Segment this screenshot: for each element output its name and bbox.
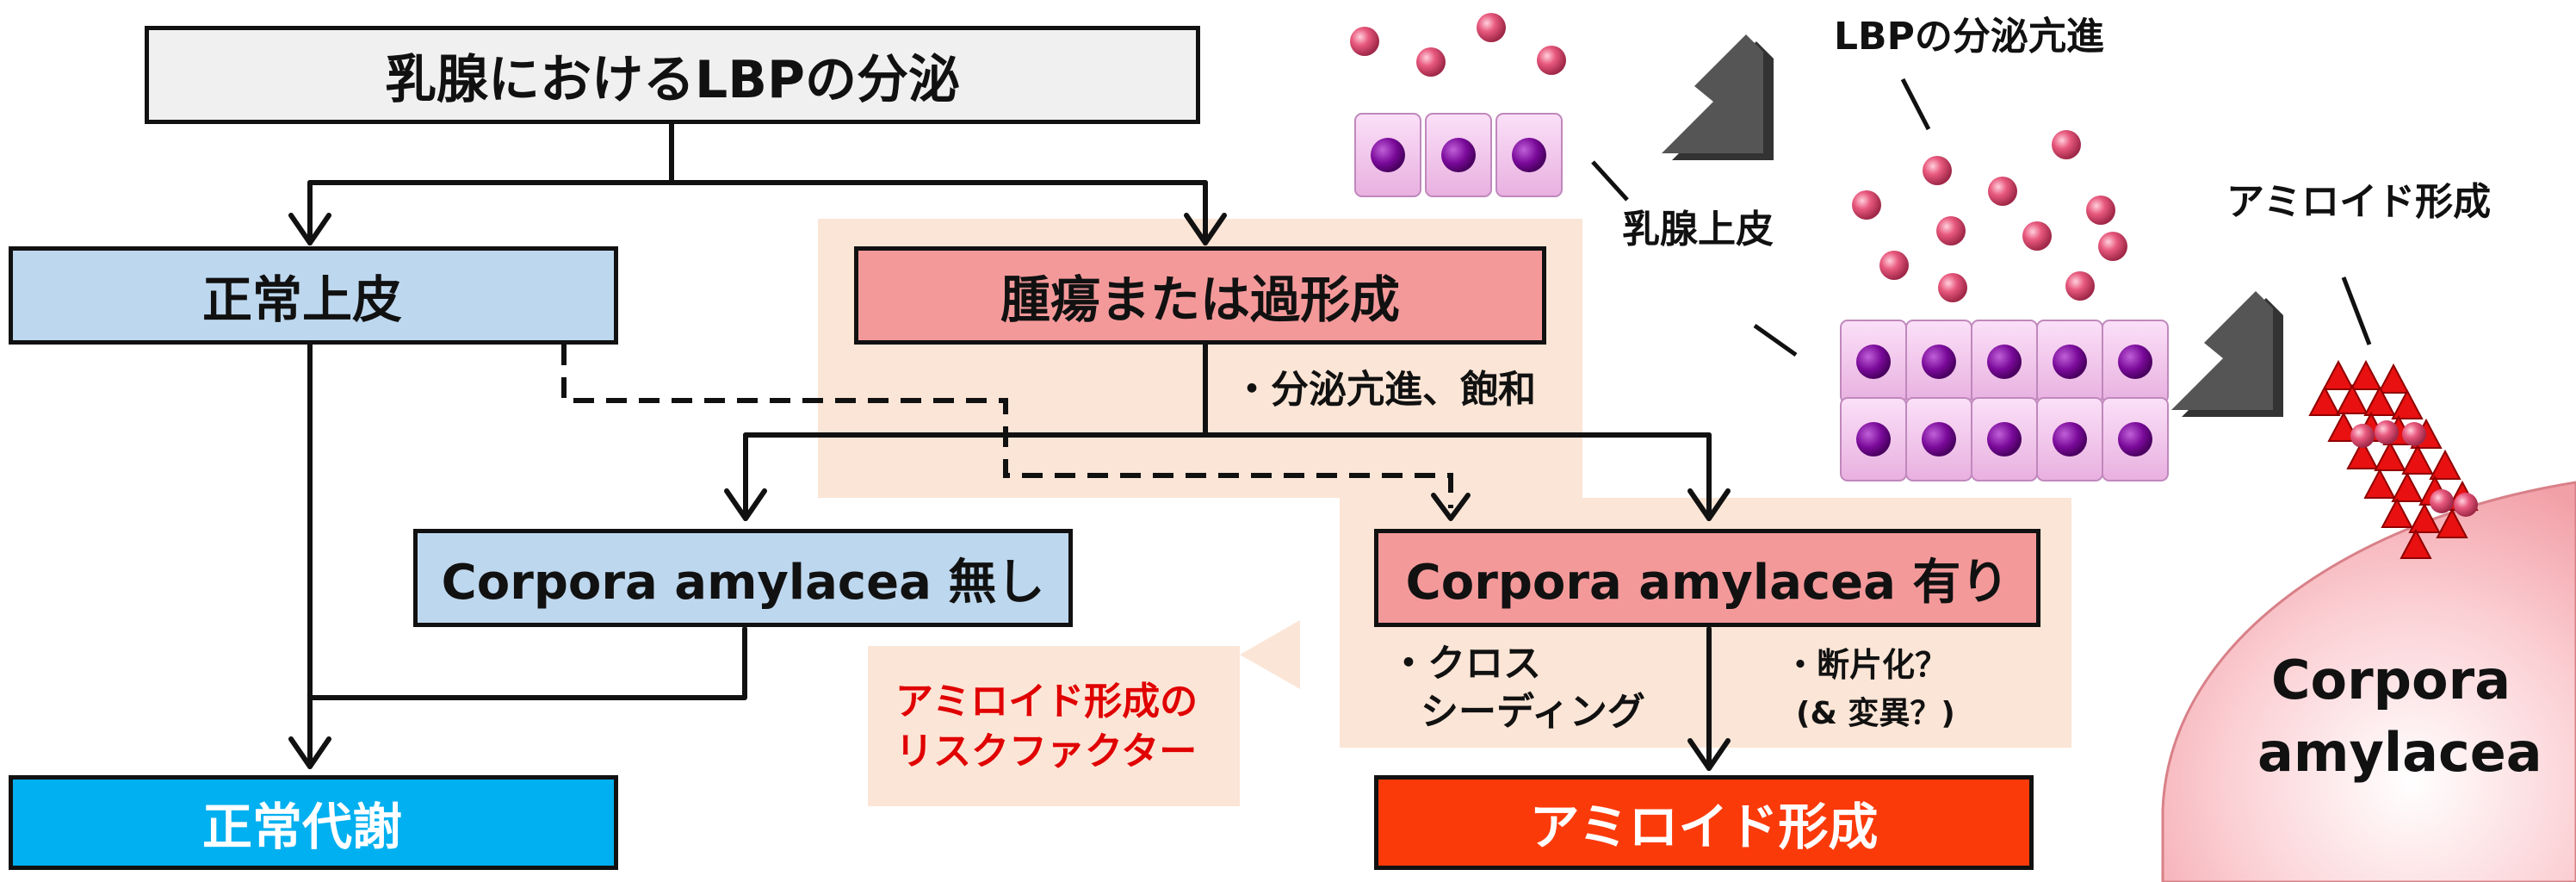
- amyloid-formation-illustration-label: アミロイド形成: [2226, 180, 2492, 224]
- ca-absent-label: Corpora amylacea 無し: [441, 554, 1045, 611]
- title-label: 乳腺におけるLBPの分泌: [385, 49, 960, 110]
- amyloid-formation-box: アミロイド形成: [1374, 775, 2034, 870]
- corpora-amylacea-shape: [2161, 481, 2576, 882]
- process-arrow-1: [1662, 34, 1774, 160]
- normal-metabolism-label: 正常代謝: [202, 798, 403, 856]
- lbp-particles-normal: [1350, 13, 1566, 77]
- cross-seeding-line2: シーディング: [1421, 690, 1645, 734]
- fragment-line1: ・断片化？: [1784, 646, 1948, 684]
- ca-present-box: Corpora amylacea 有り: [1374, 529, 2040, 627]
- pointer-line-amyloid: [2341, 276, 2372, 345]
- lbp-hypersecretion-label: LBPの分泌亢進: [1834, 15, 2104, 59]
- cross-seeding-line1: ・クロス: [1390, 642, 1541, 686]
- arrowhead-amyloid: [1687, 738, 1731, 771]
- corpora-amylacea-label-2: amylacea: [2257, 721, 2542, 784]
- pointer-line-epithelium-top: [1591, 160, 1629, 202]
- tumor-label: 腫瘍または過形成: [1000, 270, 1400, 329]
- epithelium-hyperplastic: [1840, 320, 2169, 481]
- dashed-connector-normal-to-ca: [561, 345, 1453, 508]
- amyloid-formation-label: アミロイド形成: [1529, 798, 1879, 856]
- risk-factor-line1: アミロイド形成の: [895, 680, 1198, 724]
- lbp-particles-hypersecretion: [1852, 130, 2127, 302]
- normal-epithelium-box: 正常上皮: [9, 246, 618, 345]
- risk-factor-shade: [868, 646, 1240, 806]
- connector-title-split: [307, 121, 1208, 185]
- ca-present-label: Corpora amylacea 有り: [1405, 554, 2009, 611]
- amyloid-aggregate: [2309, 361, 2478, 559]
- ca-absent-box: Corpora amylacea 無し: [413, 529, 1073, 627]
- arrowhead-metabolism: [288, 736, 331, 769]
- corpora-amylacea-label-1: Corpora: [2271, 649, 2511, 711]
- pointer-line-lbp: [1900, 78, 1931, 131]
- arrowhead-ca-present: [1687, 488, 1731, 521]
- connector-ca-absent-to-metabolism: [307, 626, 747, 700]
- epithelium-normal: [1354, 113, 1563, 197]
- mammary-epithelium-label: 乳腺上皮: [1622, 208, 1774, 252]
- normal-epithelium-label: 正常上皮: [202, 270, 403, 329]
- pointer-line-epithelium-bottom: [1753, 323, 1798, 357]
- fragment-line2: (& 変異？): [1796, 696, 1955, 731]
- amyloid-bound-particles: [2350, 420, 2478, 517]
- process-arrow-2: [2171, 291, 2283, 417]
- connector-tumor-split: [743, 342, 1712, 438]
- arrowhead-ca-absent: [724, 488, 767, 521]
- risk-factor-line2: リスクファクター: [895, 730, 1198, 773]
- title-box: 乳腺におけるLBPの分泌: [145, 26, 1200, 124]
- risk-pointer-arrow: [1240, 620, 1300, 689]
- arrowhead-dashed: [1431, 493, 1471, 521]
- tumor-box: 腫瘍または過形成: [854, 246, 1546, 345]
- tumor-note: ・分泌亢進、飽和: [1233, 368, 1536, 412]
- arrowhead-tumor: [1184, 213, 1227, 245]
- arrowhead-normal: [288, 213, 331, 245]
- normal-metabolism-box: 正常代謝: [9, 775, 618, 870]
